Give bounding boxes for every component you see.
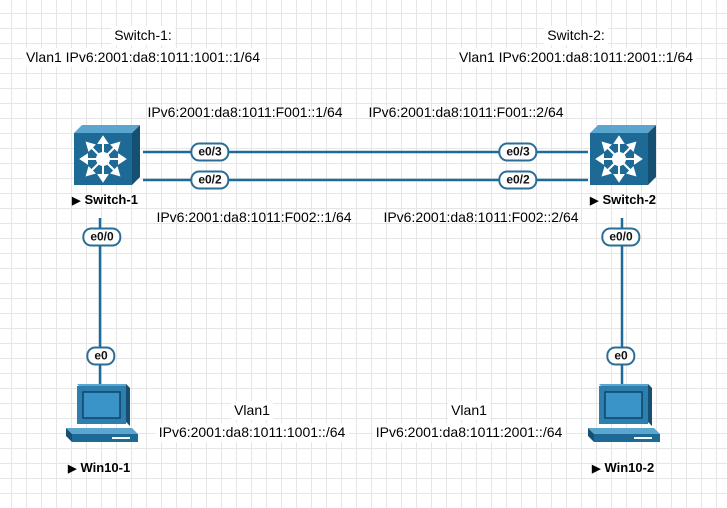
pc-win10-2-label[interactable]: ▶Win10-2 [592,460,654,477]
port-s2-e02[interactable]: e0/2 [498,170,538,190]
play-triangle-icon: ▶ [72,195,81,207]
s1-f002-address: IPv6:2001:da8:1011:F002::1/64 [156,209,352,225]
pc-win10-1-name: Win10-1 [80,460,131,475]
switch-1-note-vlan: Vlan1 IPv6:2001:da8:1011:1001::1/64 [22,48,264,67]
s2-f001-address: IPv6:2001:da8:1011:F001::2/64 [368,104,564,120]
play-triangle-icon: ▶ [592,463,601,475]
lan-right-prefix: IPv6:2001:da8:1011:2001::/64 [372,423,566,442]
switch-1-name: Switch-1 [84,192,138,207]
lan-left-prefix: IPv6:2001:da8:1011:1001::/64 [155,423,349,442]
port-pc1-e0[interactable]: e0 [86,346,116,366]
s1-f001-address: IPv6:2001:da8:1011:F001::1/64 [147,104,343,120]
switch-2-note-vlan: Vlan1 IPv6:2001:da8:1011:2001::1/64 [455,48,697,67]
port-s1-e00[interactable]: e0/0 [82,227,122,247]
switch-2-note-title: Switch-2: [544,26,608,45]
pc-win10-1-label[interactable]: ▶Win10-1 [68,460,130,477]
pc-win10-1-icon[interactable] [66,384,138,442]
port-pc2-e0[interactable]: e0 [606,346,636,366]
port-s1-e03[interactable]: e0/3 [190,142,230,162]
lan-right-vlan: Vlan1 [448,401,490,420]
s2-f002-address: IPv6:2001:da8:1011:F002::2/64 [383,209,579,225]
port-s1-e02[interactable]: e0/2 [190,170,230,190]
pc-win10-2-name: Win10-2 [604,460,655,475]
play-triangle-icon: ▶ [68,463,77,475]
switch-1-icon[interactable] [74,125,140,185]
port-s2-e03[interactable]: e0/3 [498,142,538,162]
switch-2-name: Switch-2 [602,192,656,207]
play-triangle-icon: ▶ [590,195,599,207]
switch-1-note-title: Switch-1: [111,26,175,45]
port-s2-e00[interactable]: e0/0 [601,227,641,247]
pc-win10-2-icon[interactable] [588,384,660,442]
switch-2-icon[interactable] [590,125,656,185]
switch-2-label[interactable]: ▶Switch-2 [590,192,656,209]
lan-left-vlan: Vlan1 [231,401,273,420]
switch-1-label[interactable]: ▶Switch-1 [72,192,138,209]
